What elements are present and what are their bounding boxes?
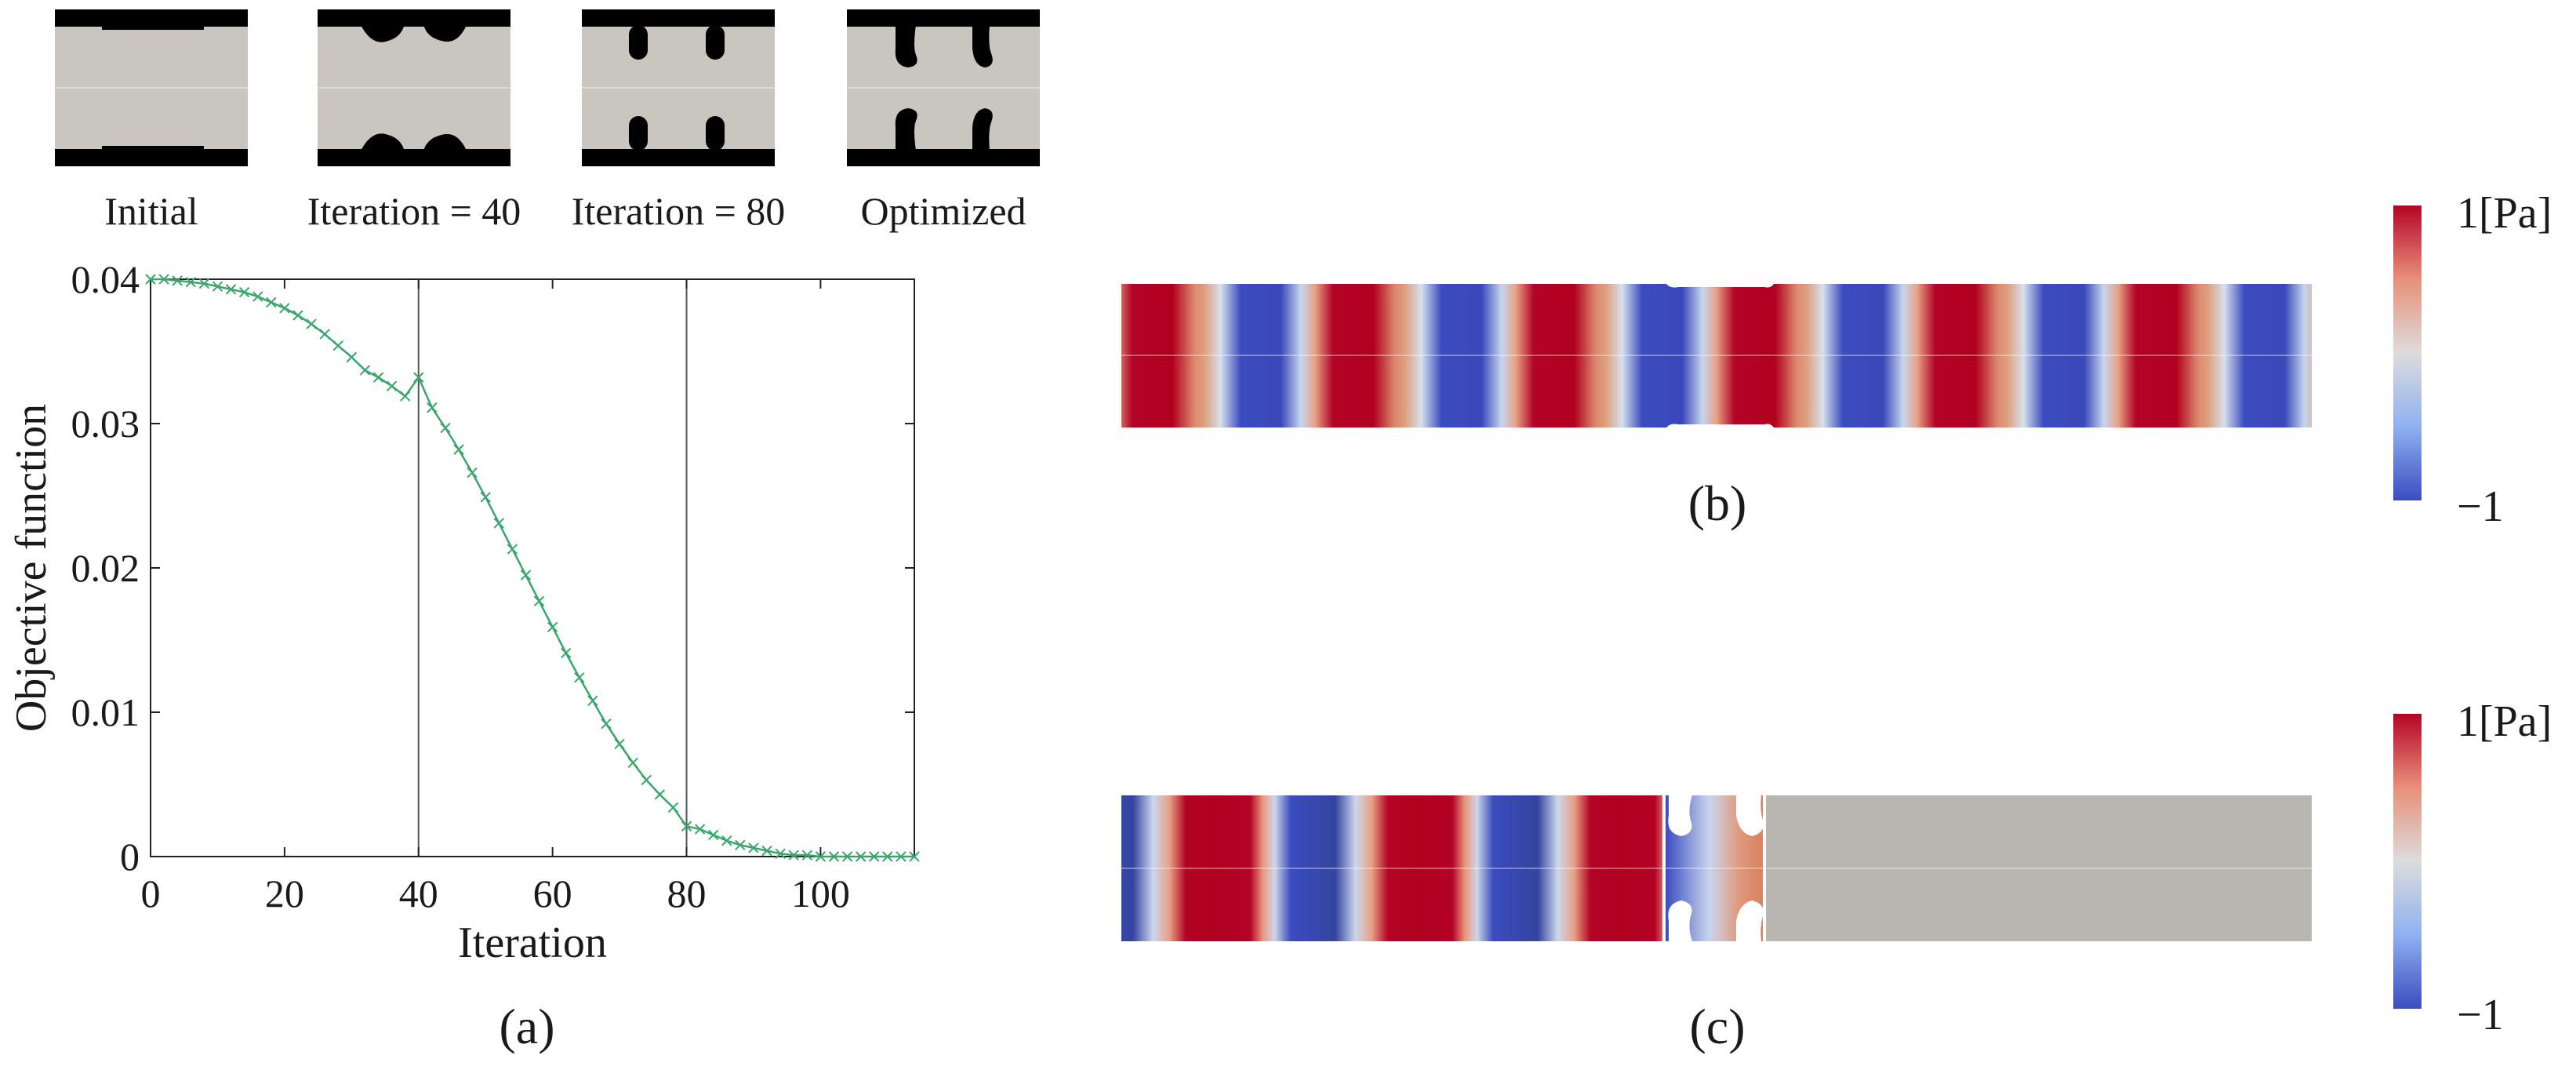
y-tick-label: 0.02: [71, 546, 140, 590]
data-point-marker: [681, 820, 692, 832]
data-point-marker: [306, 318, 317, 329]
data-point-marker: [386, 380, 398, 391]
data-point-marker: [332, 340, 343, 351]
data-point-marker: [225, 284, 237, 295]
data-point-marker: [841, 851, 853, 862]
x-tick-label: 40: [399, 871, 438, 915]
pressure-field-optimized: [1121, 795, 2312, 941]
data-point-marker: [493, 518, 504, 529]
data-point-marker: [359, 365, 371, 376]
data-point-marker: [601, 719, 612, 729]
data-point-marker: [172, 275, 183, 286]
data-point-marker: [185, 276, 196, 288]
data-point-marker: [319, 329, 330, 340]
x-tick-label: 0: [141, 871, 161, 915]
colorbar-b-gradient: [2393, 206, 2422, 500]
data-point-marker: [547, 621, 558, 633]
panel-label-a: (a): [499, 999, 554, 1054]
x-tick-label: 100: [791, 871, 850, 915]
colorbar-b-min-label: −1: [2457, 482, 2504, 531]
data-point-marker: [252, 291, 263, 302]
data-point-marker: [869, 851, 880, 862]
y-tick-label: 0.04: [71, 257, 140, 301]
data-point-marker: [440, 422, 451, 434]
data-point-marker: [735, 839, 746, 850]
data-point-marker: [212, 281, 223, 292]
colorbar-c-min-label: −1: [2457, 991, 2504, 1039]
colorbar-c-gradient: [2393, 714, 2422, 1009]
snapshot-label-iteration-80: Iteration = 80: [572, 189, 786, 233]
panel-label-b: (b): [1688, 475, 1747, 531]
data-point-marker: [561, 647, 572, 659]
data-point-marker: [614, 738, 625, 750]
data-point-marker: [775, 848, 786, 860]
snapshot-optimized: [847, 9, 1040, 166]
x-tick-label: 20: [265, 871, 304, 915]
y-axis-label: Objective function: [7, 404, 56, 732]
data-point-marker: [346, 351, 358, 363]
data-point-marker: [587, 695, 598, 706]
colorbar-b-max-label: 1[Pa]: [2457, 189, 2552, 238]
data-point-marker: [815, 851, 827, 862]
data-point-marker: [574, 672, 585, 683]
data-point-marker: [279, 303, 290, 314]
data-point-marker: [855, 851, 867, 862]
data-point-marker: [788, 850, 799, 860]
data-point-marker: [721, 835, 732, 846]
data-point-marker: [748, 842, 759, 853]
data-point-marker: [145, 274, 156, 285]
data-point-marker: [372, 372, 384, 383]
snapshot-iteration-80: [582, 9, 775, 166]
data-point-marker: [641, 774, 652, 786]
data-point-marker: [533, 595, 545, 607]
colorbar-b: 1[Pa] −1: [2393, 189, 2552, 531]
data-point-marker: [520, 569, 532, 580]
data-point-marker: [882, 851, 893, 862]
data-point-marker: [198, 278, 210, 289]
data-point-marker: [801, 850, 813, 860]
snapshot-label-iteration-40: Iteration = 40: [307, 189, 521, 233]
panel-label-c: (c): [1689, 999, 1745, 1054]
data-point-marker: [413, 372, 424, 383]
colorbar-c: 1[Pa] −1: [2393, 697, 2552, 1039]
data-point-marker: [292, 310, 303, 321]
data-point-marker: [896, 851, 907, 862]
data-point-marker: [238, 286, 250, 298]
data-point-marker: [707, 829, 719, 841]
y-tick-label: 0.03: [71, 402, 140, 446]
data-point-marker: [909, 851, 920, 862]
x-tick-label: 60: [533, 871, 572, 915]
data-point-marker: [667, 802, 679, 813]
data-point-marker: [467, 467, 478, 478]
snapshot-label-initial: Initial: [104, 189, 198, 233]
x-tick-label: 80: [667, 871, 707, 915]
x-axis-label: Iteration: [458, 919, 607, 967]
data-point-marker: [507, 544, 518, 555]
data-point-marker: [480, 492, 491, 503]
y-tick-label: 0: [120, 835, 140, 879]
data-point-marker: [694, 824, 706, 835]
data-point-marker: [427, 402, 438, 413]
snapshot-iteration-40: [318, 9, 510, 166]
plot-frame: [150, 278, 915, 857]
data-point-marker: [266, 297, 277, 308]
data-point-marker: [399, 391, 411, 402]
data-point-marker: [761, 845, 772, 857]
data-point-marker: [828, 851, 840, 862]
data-point-marker: [453, 444, 464, 455]
data-point-marker: [627, 757, 638, 769]
data-point-marker: [158, 274, 169, 285]
snapshot-initial: [55, 9, 248, 166]
colorbar-c-max-label: 1[Pa]: [2457, 697, 2552, 746]
data-point-marker: [654, 789, 666, 800]
series-line: [151, 278, 914, 858]
y-tick-label: 0.01: [71, 690, 140, 734]
snapshot-label-optimized: Optimized: [860, 189, 1026, 233]
pressure-field-initial: [1121, 284, 2312, 427]
